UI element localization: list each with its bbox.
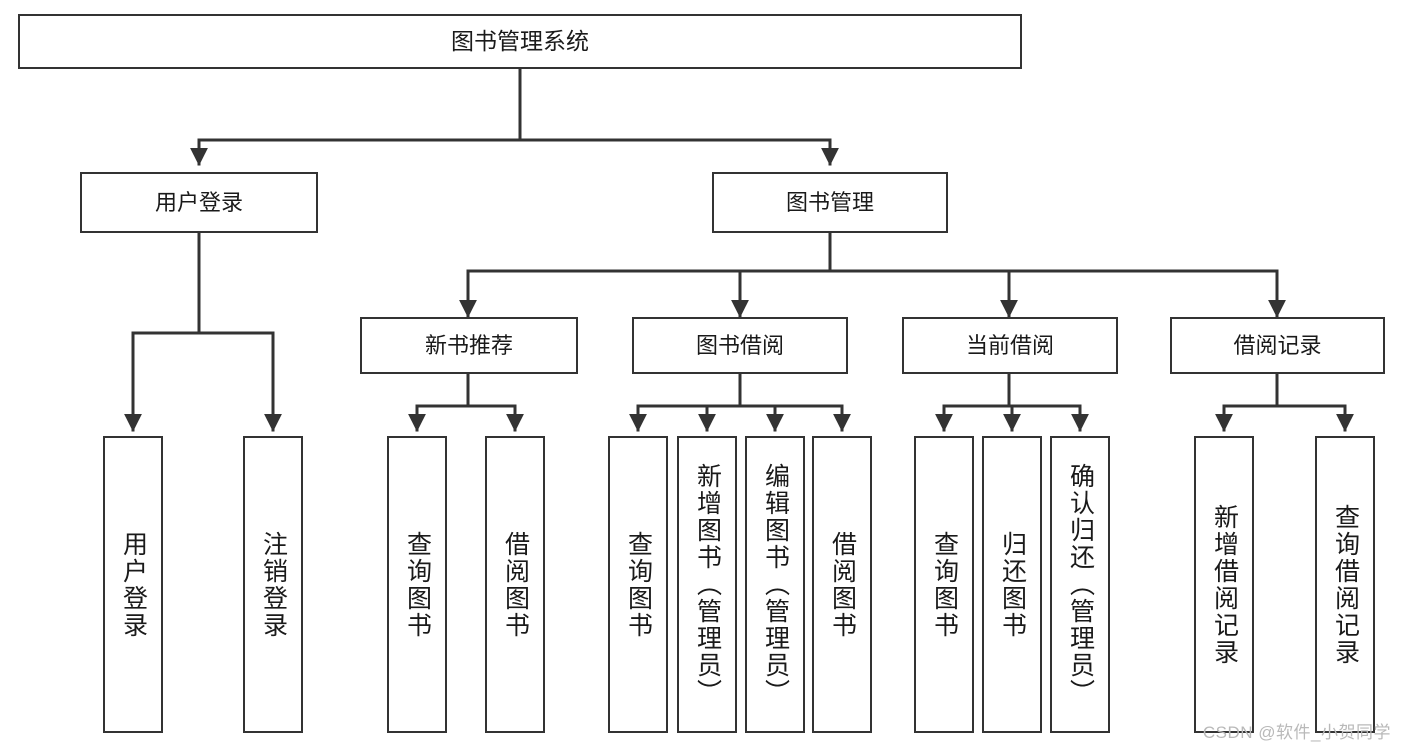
node-leaf-borrow-book-1-label: 借阅图书	[501, 530, 530, 639]
node-leaf-edit-book[interactable]: 编辑图书（管理员）	[745, 436, 805, 733]
node-book-manage[interactable]: 图书管理	[712, 172, 948, 233]
node-leaf-logout-login[interactable]: 注销登录	[243, 436, 303, 733]
node-root[interactable]: 图书管理系统	[18, 14, 1022, 69]
node-new-book-recommend[interactable]: 新书推荐	[360, 317, 578, 374]
node-leaf-query-record-label: 查询借阅记录	[1331, 503, 1360, 666]
node-user-login-label: 用户登录	[154, 189, 243, 215]
node-leaf-user-login-label: 用户登录	[119, 530, 148, 639]
node-current-borrow-label: 当前借阅	[965, 332, 1054, 358]
node-leaf-query-book-1[interactable]: 查询图书	[387, 436, 447, 733]
node-leaf-add-record[interactable]: 新增借阅记录	[1194, 436, 1254, 733]
node-leaf-query-book-2-label: 查询图书	[624, 530, 653, 639]
node-leaf-query-record[interactable]: 查询借阅记录	[1315, 436, 1375, 733]
node-leaf-query-book-1-label: 查询图书	[403, 530, 432, 639]
node-leaf-add-book-label: 新增图书（管理员）	[693, 463, 722, 706]
node-leaf-return-book-label: 归还图书	[998, 530, 1027, 639]
node-leaf-return-book[interactable]: 归还图书	[982, 436, 1042, 733]
node-new-book-recommend-label: 新书推荐	[424, 332, 513, 358]
node-root-label: 图书管理系统	[451, 27, 589, 54]
node-leaf-add-book[interactable]: 新增图书（管理员）	[677, 436, 737, 733]
node-borrow-record-label: 借阅记录	[1233, 332, 1322, 358]
node-leaf-edit-book-label: 编辑图书（管理员）	[761, 463, 790, 706]
node-book-borrow[interactable]: 图书借阅	[632, 317, 848, 374]
csdn-watermark: CSDN @软件_小贺同学	[1202, 723, 1391, 742]
node-leaf-confirm-return-label: 确认归还（管理员）	[1066, 463, 1095, 706]
node-leaf-borrow-book-2[interactable]: 借阅图书	[812, 436, 872, 733]
node-leaf-query-book-2[interactable]: 查询图书	[608, 436, 668, 733]
node-leaf-borrow-book-1[interactable]: 借阅图书	[485, 436, 545, 733]
node-leaf-confirm-return[interactable]: 确认归还（管理员）	[1050, 436, 1110, 733]
node-current-borrow[interactable]: 当前借阅	[902, 317, 1118, 374]
node-leaf-logout-login-label: 注销登录	[259, 530, 288, 639]
node-leaf-borrow-book-2-label: 借阅图书	[828, 530, 857, 639]
node-leaf-user-login[interactable]: 用户登录	[103, 436, 163, 733]
node-leaf-query-book-3-label: 查询图书	[930, 530, 959, 639]
node-book-manage-label: 图书管理	[785, 189, 874, 215]
node-leaf-query-book-3[interactable]: 查询图书	[914, 436, 974, 733]
node-book-borrow-label: 图书借阅	[695, 332, 784, 358]
node-leaf-add-record-label: 新增借阅记录	[1210, 503, 1239, 666]
node-borrow-record[interactable]: 借阅记录	[1170, 317, 1385, 374]
node-user-login[interactable]: 用户登录	[80, 172, 318, 233]
